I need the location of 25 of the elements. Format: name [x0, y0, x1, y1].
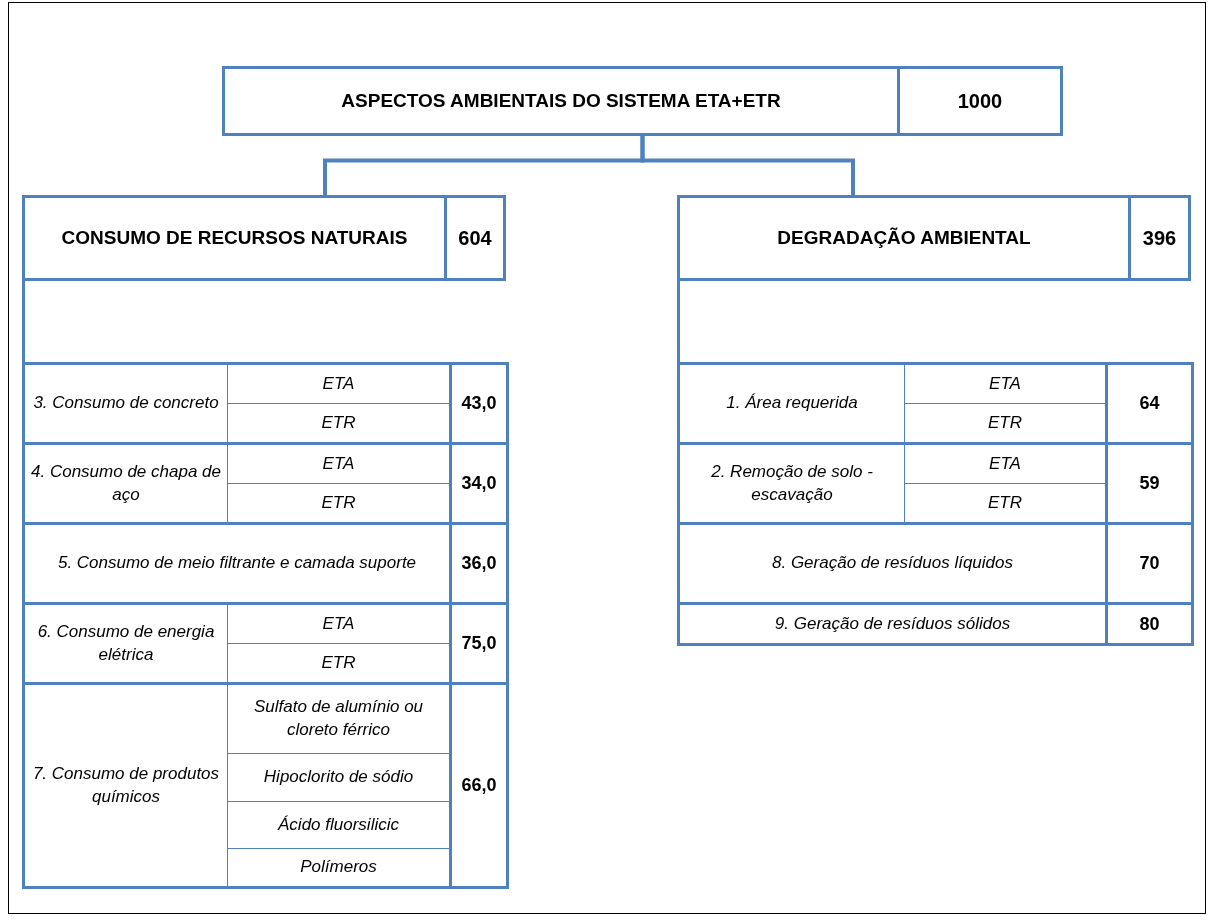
score-cell: 36,0: [450, 523, 508, 604]
header-title: DEGRADAÇÃO AMBIENTAL: [777, 227, 1031, 249]
header-title: ASPECTOS AMBIENTAIS DO SISTEMA ETA+ETR: [341, 90, 781, 112]
header-box: [677, 195, 1191, 281]
score-cell: 80: [1106, 603, 1193, 645]
score-cell: 59: [1106, 443, 1193, 524]
header-title: CONSUMO DE RECURSOS NATURAIS: [61, 227, 408, 249]
table-cell: Sulfato de alumínio ou cloreto férrico: [227, 683, 451, 754]
table-cell: 4. Consumo de chapa de aço: [23, 443, 228, 524]
connector-line: [640, 136, 855, 195]
table-cell: ETA: [904, 443, 1107, 484]
score-cell: 34,0: [450, 443, 508, 524]
header-box: [22, 195, 506, 281]
score-cell: 75,0: [450, 603, 508, 684]
score-cell: 66,0: [450, 683, 508, 888]
table-cell: 6. Consumo de energia elétrica: [23, 603, 228, 684]
header-box: [222, 66, 1063, 136]
table-cell: 2. Remoção de solo - escavação: [678, 443, 905, 524]
table-cell: ETA: [227, 443, 451, 484]
score-value: 396: [1142, 226, 1177, 250]
score-cell: 70: [1106, 523, 1193, 604]
score-value: 1000: [957, 89, 1003, 113]
table-cell: 7. Consumo de produtos químicos: [23, 683, 228, 888]
score-value: 604: [458, 226, 492, 250]
table-cell: ETA: [227, 603, 451, 644]
